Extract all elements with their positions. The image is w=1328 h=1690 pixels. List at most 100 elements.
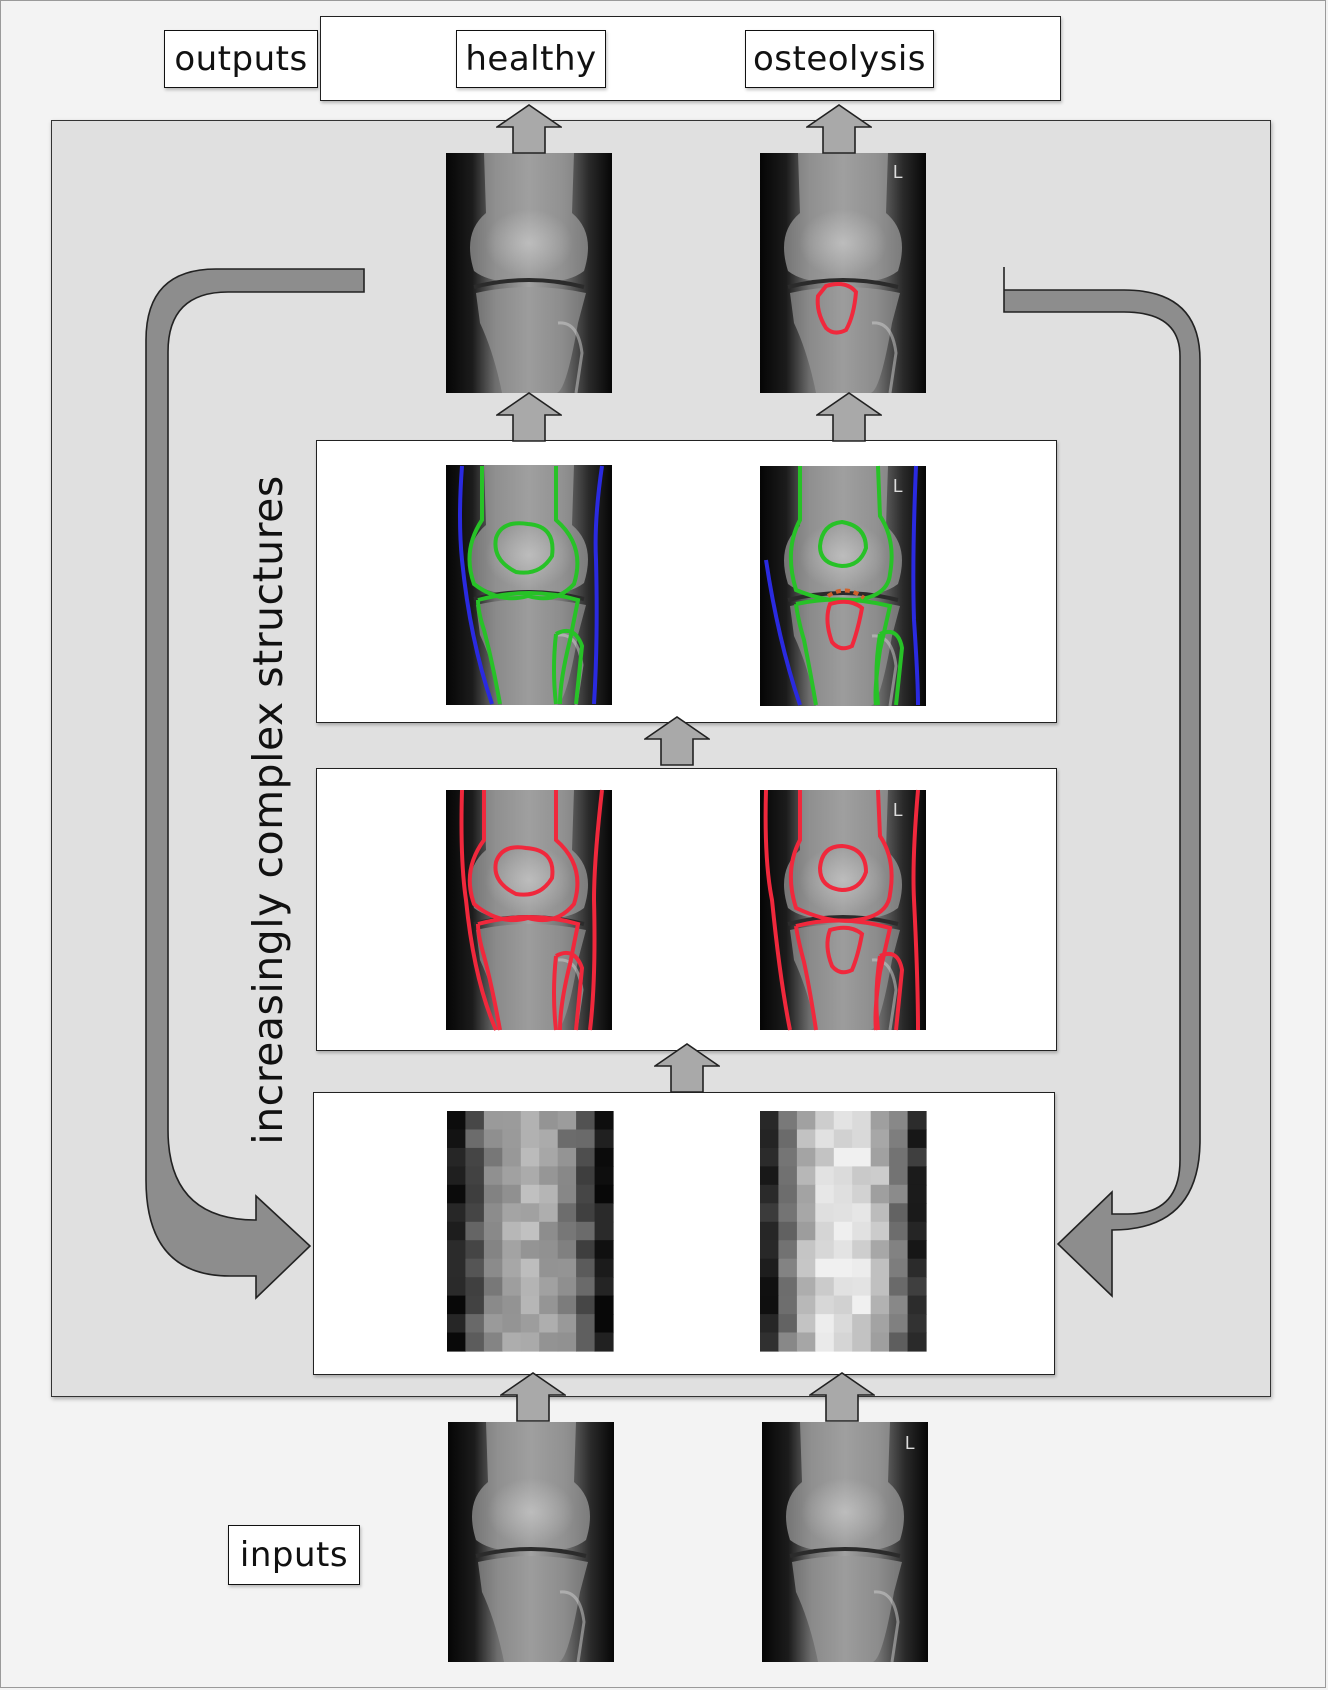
pixel-block [852, 1314, 871, 1333]
pixel-block [447, 1333, 466, 1352]
pixel-block [484, 1333, 503, 1352]
pixel-block [852, 1148, 871, 1167]
pixel-block [908, 1148, 927, 1167]
pixel-block [465, 1333, 484, 1352]
pixel-block [852, 1185, 871, 1204]
up-arrow-icon [645, 717, 709, 765]
pixel-block [539, 1148, 558, 1167]
pixel-block [889, 1314, 908, 1333]
pixel-block [447, 1130, 466, 1149]
layer3-image-osteolysis: L [760, 466, 926, 706]
pixel-block [558, 1203, 577, 1222]
pixel-block [558, 1148, 577, 1167]
pixel-block [484, 1203, 503, 1222]
pixel-block [521, 1333, 540, 1352]
pixel-block [760, 1130, 779, 1149]
pixel-block [778, 1148, 797, 1167]
pixel-block [760, 1314, 779, 1333]
pixel-block [576, 1130, 595, 1149]
pixel-block [908, 1203, 927, 1222]
pixel-block [521, 1111, 540, 1130]
pixel-block [834, 1111, 853, 1130]
pixel-block [576, 1277, 595, 1296]
pixel-block [760, 1203, 779, 1222]
pixel-block [815, 1240, 834, 1259]
pixel-block [484, 1185, 503, 1204]
pixel-block [595, 1166, 614, 1185]
pixel-block [484, 1148, 503, 1167]
pixel-block [576, 1111, 595, 1130]
pixel-block [576, 1148, 595, 1167]
side-marker-L: L [893, 800, 903, 820]
pixel-block [484, 1259, 503, 1278]
pixel-block [889, 1166, 908, 1185]
pixel-block [834, 1203, 853, 1222]
pixel-block [852, 1222, 871, 1241]
pixel-block [576, 1333, 595, 1352]
pixel-block [447, 1277, 466, 1296]
pixel-block [447, 1148, 466, 1167]
pixel-block [760, 1185, 779, 1204]
pixel-block [889, 1259, 908, 1278]
pixel-block [834, 1333, 853, 1352]
pixel-block [908, 1130, 927, 1149]
pixel-block [778, 1314, 797, 1333]
pixel-block [871, 1333, 890, 1352]
pixel-block [778, 1166, 797, 1185]
pixel-block [871, 1185, 890, 1204]
pixel-block [797, 1148, 816, 1167]
pixel-block [539, 1185, 558, 1204]
input-xray-osteolysis: L [762, 1422, 928, 1662]
pixel-block [539, 1222, 558, 1241]
pixel-block [595, 1148, 614, 1167]
output-xray-osteolysis: L [760, 153, 926, 393]
pixel-block [815, 1277, 834, 1296]
pixel-block [871, 1240, 890, 1259]
pixel-block [465, 1130, 484, 1149]
pixel-block [521, 1222, 540, 1241]
pixel-block [558, 1240, 577, 1259]
pixel-block [447, 1185, 466, 1204]
pixel-block [908, 1222, 927, 1241]
pixel-block [871, 1277, 890, 1296]
pixel-block [521, 1203, 540, 1222]
pixel-block [558, 1259, 577, 1278]
pixel-block [889, 1203, 908, 1222]
pixel-block [834, 1314, 853, 1333]
pixel-block [539, 1277, 558, 1296]
pixel-block [852, 1111, 871, 1130]
pixel-block [465, 1222, 484, 1241]
pixel-block [484, 1222, 503, 1241]
pixel-block [871, 1314, 890, 1333]
pixel-block [465, 1111, 484, 1130]
pixel-block [465, 1203, 484, 1222]
pixel-block [815, 1130, 834, 1149]
pixel-block [539, 1259, 558, 1278]
pixel-block [595, 1185, 614, 1204]
pixel-block [595, 1203, 614, 1222]
pixel-block [871, 1130, 890, 1149]
pixel-block [797, 1240, 816, 1259]
pixel-block [834, 1277, 853, 1296]
pixel-block [465, 1185, 484, 1204]
pixel-block [447, 1222, 466, 1241]
pixel-block [595, 1111, 614, 1130]
pixel-block [815, 1166, 834, 1185]
pixel-block [502, 1148, 521, 1167]
pixel-block [447, 1203, 466, 1222]
pixel-block [797, 1296, 816, 1315]
pixel-block [871, 1296, 890, 1315]
up-arrow-icon [501, 1373, 565, 1421]
pixel-block [558, 1222, 577, 1241]
pixel-block [558, 1296, 577, 1315]
pixel-block [595, 1222, 614, 1241]
pixel-block [502, 1130, 521, 1149]
pixel-block [797, 1222, 816, 1241]
layer2-image-healthy [446, 790, 612, 1030]
pixel-block [502, 1222, 521, 1241]
pixel-block [558, 1333, 577, 1352]
pixel-block [815, 1111, 834, 1130]
pixel-block [834, 1130, 853, 1149]
pixel-block [834, 1296, 853, 1315]
pixel-block [834, 1222, 853, 1241]
